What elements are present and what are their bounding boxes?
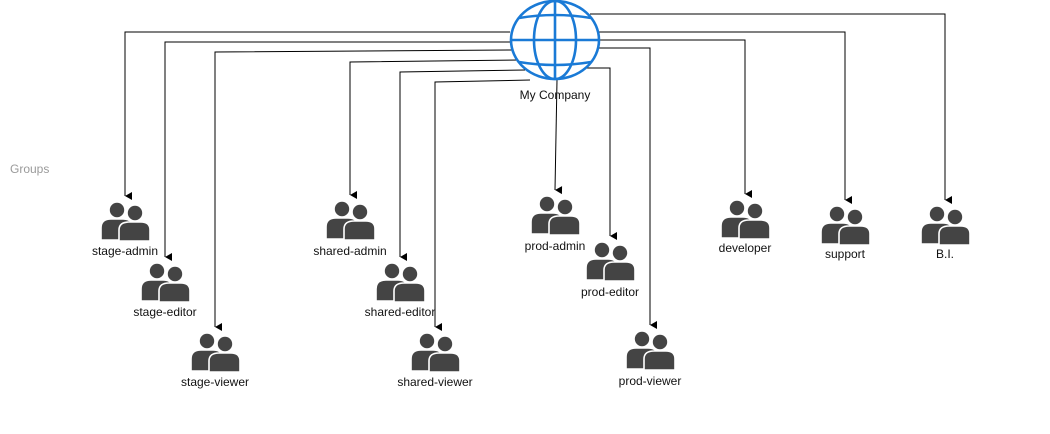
group-label-stage-viewer: stage-viewer [180, 375, 250, 389]
connector-shared-editor [399, 69, 526, 261]
connector-shared-admin [349, 59, 521, 199]
connector-stage-admin [124, 31, 510, 200]
connector-stage-viewer [214, 49, 516, 331]
group-label-bi: B.I. [935, 247, 955, 261]
group-label-prod-viewer: prod-viewer [618, 374, 682, 388]
group-label-support: support [824, 247, 866, 261]
users-icon-bi[interactable] [920, 205, 971, 246]
users-icon-shared-viewer[interactable] [410, 332, 461, 373]
users-icon-stage-editor[interactable] [140, 262, 191, 303]
group-label-prod-editor: prod-editor [580, 285, 640, 299]
connectors [124, 13, 952, 331]
users-icon-shared-editor[interactable] [375, 262, 426, 303]
connector-prod-viewer [575, 47, 657, 329]
users-icon-prod-editor[interactable] [585, 241, 636, 282]
group-label-shared-admin: shared-admin [313, 244, 387, 258]
group-label-shared-viewer: shared-viewer [397, 375, 473, 389]
users-icon-support[interactable] [820, 205, 871, 246]
groups-label: Groups [10, 162, 50, 176]
users-icon-prod-viewer[interactable] [625, 330, 676, 371]
connector-developer [590, 39, 752, 198]
connector-support [595, 31, 852, 204]
users-icon-shared-admin[interactable] [325, 200, 376, 241]
globe-icon[interactable] [509, 0, 601, 81]
users-icon-stage-admin[interactable] [100, 201, 151, 242]
group-label-shared-editor: shared-editor [364, 305, 436, 319]
root-label: My Company [519, 88, 591, 102]
group-label-developer: developer [718, 241, 772, 255]
group-label-stage-admin: stage-admin [91, 244, 159, 258]
connector-bi [590, 13, 952, 204]
group-label-stage-editor: stage-editor [133, 305, 197, 319]
users-icon-prod-admin[interactable] [530, 195, 581, 236]
users-icon-developer[interactable] [720, 199, 771, 240]
users-icon-stage-viewer[interactable] [190, 332, 241, 373]
connector-prod-admin [554, 79, 563, 195]
group-label-prod-admin: prod-admin [524, 239, 586, 253]
connector-shared-viewer [434, 79, 531, 331]
connector-stage-editor [164, 41, 510, 261]
